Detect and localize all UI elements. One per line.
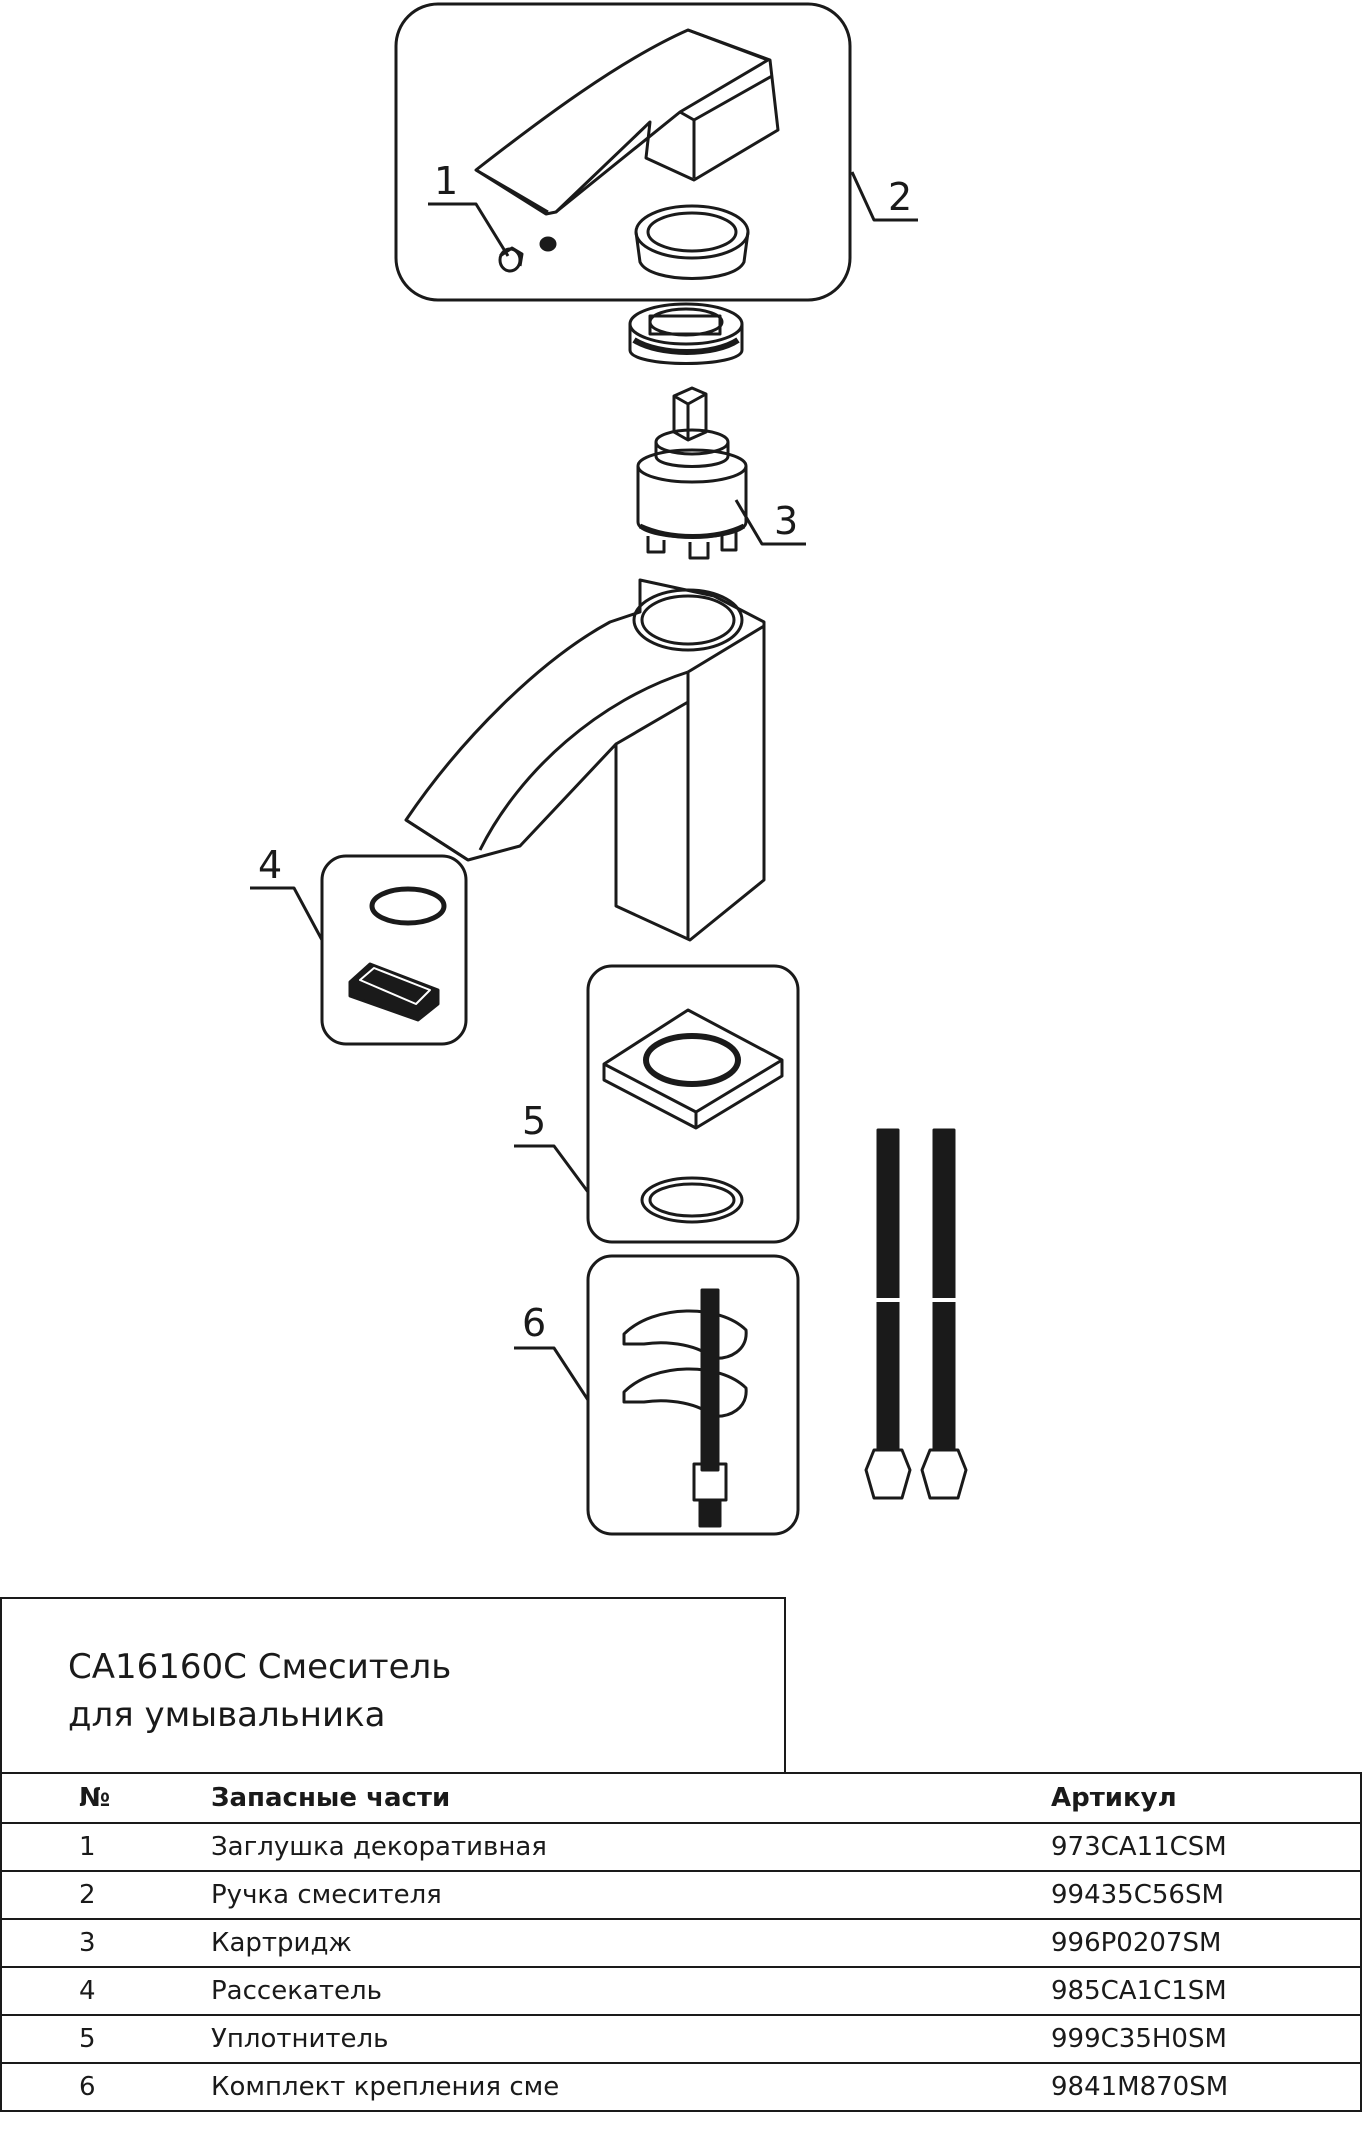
row-name: Уплотнитель — [211, 2014, 1051, 2064]
row-name: Ручка смесителя — [211, 1870, 1051, 1920]
row-name: Рассекатель — [211, 1966, 1051, 2016]
nut-part — [628, 302, 744, 365]
table-row: 4 Рассекатель 985CA1C1SM — [0, 1966, 1362, 2016]
row-article: 985CA1C1SM — [1051, 1966, 1362, 2016]
callout-6: 6 — [522, 1301, 546, 1345]
mounting-kit-parts — [622, 1288, 748, 1528]
table-header-row: № Запасные части Артикул — [0, 1772, 1362, 1824]
table-row: 2 Ручка смесителя 99435C56SM — [0, 1870, 1362, 1920]
row-article: 999C35H0SM — [1051, 2014, 1362, 2064]
aerator-parts — [348, 886, 447, 1022]
product-title-line2: для умывальника — [68, 1695, 386, 1735]
cartridge-part — [636, 386, 748, 560]
header-article: Артикул — [1051, 1772, 1362, 1824]
faucet-body-part — [404, 578, 766, 942]
callout-5: 5 — [522, 1099, 546, 1143]
handle-part — [474, 28, 780, 216]
row-name: Комплект крепления сме — [211, 2062, 1051, 2112]
row-no: 6 — [0, 2062, 211, 2112]
callout-2: 2 — [888, 175, 912, 219]
table-row: 3 Картридж 996P0207SM — [0, 1918, 1362, 1968]
row-name: Картридж — [211, 1918, 1051, 1968]
callout-4: 4 — [258, 843, 282, 887]
table-row: 5 Уплотнитель 999C35H0SM — [0, 2014, 1362, 2064]
leader-1 — [428, 202, 510, 257]
table-row: 1 Заглушка декоративная 973CA11CSM — [0, 1822, 1362, 1872]
callout-3: 3 — [774, 499, 798, 543]
callout-1: 1 — [434, 159, 458, 203]
spare-parts-table: № Запасные части Артикул 1 Заглушка деко… — [0, 1772, 1362, 2112]
row-article: 996P0207SM — [1051, 1918, 1362, 1968]
row-no: 4 — [0, 1966, 211, 2016]
exploded-parts-diagram: 1 2 3 4 5 6 — [250, 2, 968, 1536]
group-box-6 — [586, 1254, 800, 1536]
row-article: 99435C56SM — [1051, 1870, 1362, 1920]
group-box-5 — [586, 964, 800, 1244]
row-name: Заглушка декоративная — [211, 1822, 1051, 1872]
leader-2 — [850, 171, 918, 222]
table-row: 6 Комплект крепления сме 9841M870SM — [0, 2062, 1362, 2112]
row-article: 973CA11CSM — [1051, 1822, 1362, 1872]
product-title-line1: CA16160C Смеситель — [68, 1647, 452, 1687]
header-name: Запасные части — [211, 1772, 1051, 1824]
row-no: 3 — [0, 1918, 211, 1968]
row-no: 1 — [0, 1822, 211, 1872]
leader-6 — [514, 1346, 590, 1401]
row-no: 2 — [0, 1870, 211, 1920]
row-article: 9841M870SM — [1051, 2062, 1362, 2112]
leader-4 — [250, 886, 324, 941]
title-box: CA16160C Смеситель для умывальника — [0, 1597, 786, 1772]
product-title: CA16160C Смеситель для умывальника — [68, 1643, 451, 1739]
leader-3 — [734, 499, 806, 546]
decorative-plug-part — [498, 236, 557, 273]
sleeve-ring-part — [634, 204, 750, 280]
leader-5 — [514, 1144, 590, 1193]
seal-plate-parts — [602, 1008, 784, 1224]
flexible-hoses — [864, 1128, 968, 1500]
row-no: 5 — [0, 2014, 211, 2064]
group-box-2 — [394, 2, 852, 302]
group-box-4 — [320, 854, 468, 1046]
header-no: № — [0, 1772, 211, 1824]
